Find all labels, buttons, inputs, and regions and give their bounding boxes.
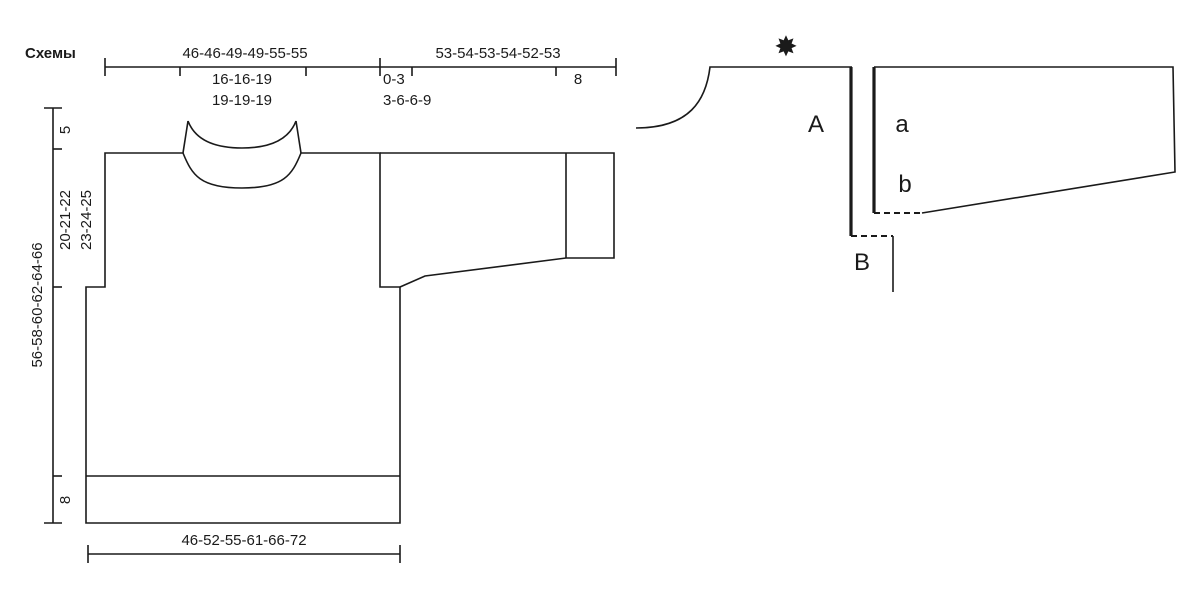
collar-right-edge — [295, 120, 302, 154]
top-dimension-line — [104, 58, 617, 76]
label-A: A — [808, 111, 824, 138]
body-outline — [85, 152, 401, 524]
armhole-label-1: 20-21-22 — [57, 190, 74, 250]
label-b: b — [898, 171, 911, 198]
shoulder-offset-label-1: 0-3 — [383, 71, 405, 88]
schematic-title: Схемы — [25, 45, 76, 62]
star-icon: ✸ — [774, 31, 797, 62]
detail-left-outline — [635, 66, 852, 129]
bottom-dimension-line — [87, 545, 401, 563]
left-dimension-lines — [44, 107, 62, 524]
rib-height-label: 8 — [57, 496, 74, 504]
collar-left-edge — [182, 120, 189, 154]
neck-depth-label: 5 — [57, 126, 74, 134]
sleeve-length-label: 53-54-53-54-52-53 — [435, 45, 560, 62]
armhole-label-2: 23-24-25 — [78, 190, 95, 250]
neck-width-label-1: 16-16-19 — [212, 71, 272, 88]
label-a: a — [895, 111, 909, 138]
total-length-label: 56-58-60-62-64-66 — [29, 242, 46, 367]
sleeve-outline — [380, 152, 615, 288]
collar-outline — [187, 120, 297, 149]
body-width-bottom-label: 46-52-55-61-66-72 — [181, 532, 306, 549]
neck-width-label-2: 19-19-19 — [212, 92, 272, 109]
detail-sleeve-outline — [874, 66, 1176, 214]
cuff-width-label: 8 — [574, 71, 582, 88]
label-B: B — [854, 249, 870, 276]
shoulder-offset-label-2: 3-6-6-9 — [383, 92, 431, 109]
body-width-top-label: 46-46-49-49-55-55 — [182, 45, 307, 62]
